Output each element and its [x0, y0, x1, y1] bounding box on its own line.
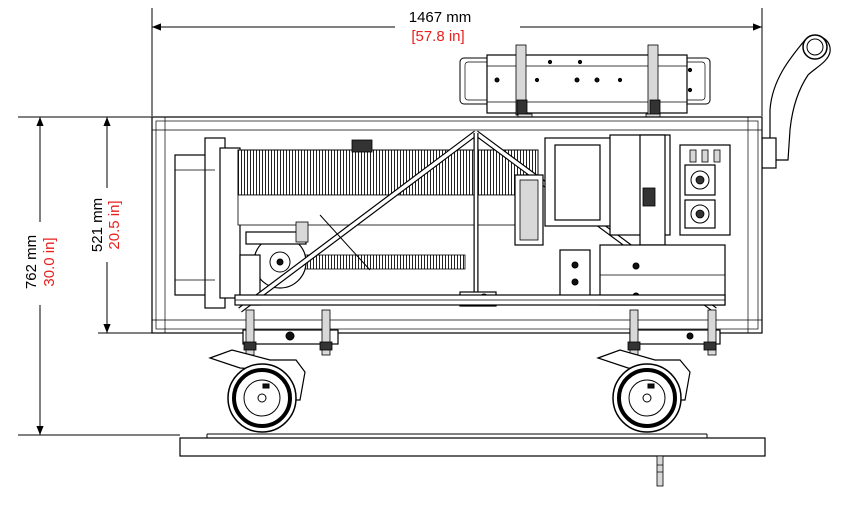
overall-height-dimension: 762 mm 30.0 in]: [18, 116, 180, 436]
width-imperial-label: [57.8 in]: [411, 28, 464, 45]
frame-height-dimension: 521 mm 20.5 in]: [89, 117, 152, 334]
width-dimension: 1467 mm [57.8 in]: [151, 8, 763, 116]
gearbox: [239, 221, 309, 306]
overall-height-imperial-label: 30.0 in]: [41, 237, 58, 286]
frame-height-imperial-label: 20.5 in]: [106, 200, 123, 249]
width-metric-label: 1467 mm: [409, 9, 472, 26]
drum-end-plate: [174, 137, 241, 309]
top-motor-housing: [459, 44, 711, 139]
base-platform: [179, 433, 766, 487]
tow-handle: [761, 34, 831, 169]
overall-height-metric-label: 762 mm: [23, 235, 40, 289]
right-mechanism: [514, 134, 731, 306]
frame-height-metric-label: 521 mm: [89, 198, 106, 252]
right-caster-wheel: [596, 309, 721, 433]
lower-rails: [234, 294, 726, 306]
left-caster-wheel: [208, 309, 339, 433]
